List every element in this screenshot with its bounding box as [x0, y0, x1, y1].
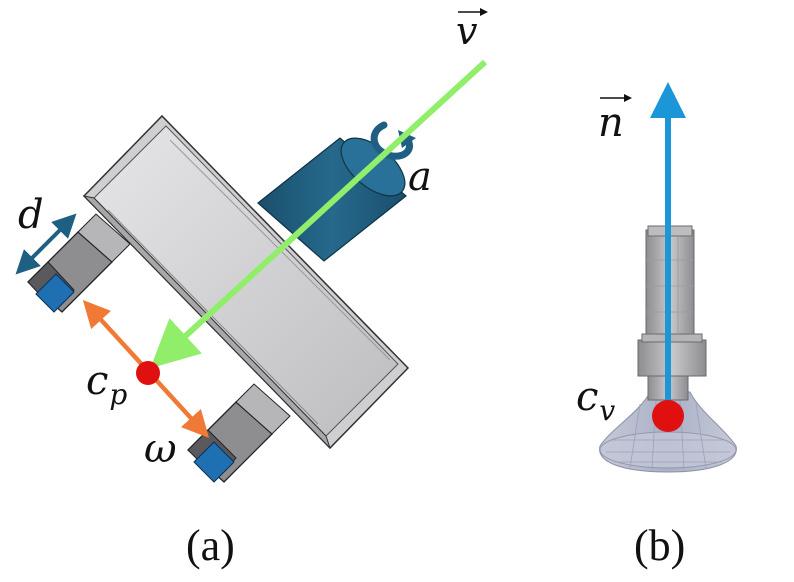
finger-lower: [187, 383, 291, 483]
label-v: v: [456, 9, 478, 53]
caption-a: (a): [186, 521, 235, 570]
caption-b: (b): [634, 521, 685, 570]
suction-shaft: [637, 225, 707, 401]
approach-vector-arrow: [150, 59, 488, 369]
label-cp: cp: [86, 358, 127, 411]
label-omega: ω: [144, 426, 177, 472]
contact-point-cv: [652, 400, 684, 432]
label-a: a: [408, 154, 432, 200]
panel-a: v a d cp ω (a): [15, 8, 488, 570]
vector-arrow-n-icon: [600, 94, 632, 102]
width-arrow-d: [15, 213, 77, 275]
label-n: n: [598, 100, 624, 146]
contact-point-cp: [136, 361, 160, 385]
panel-b: n cv (b): [576, 82, 737, 570]
label-cv: cv: [576, 374, 615, 427]
vector-arrow-v-icon: [458, 8, 488, 16]
suction-cup: [599, 391, 737, 473]
label-d: d: [18, 192, 44, 238]
